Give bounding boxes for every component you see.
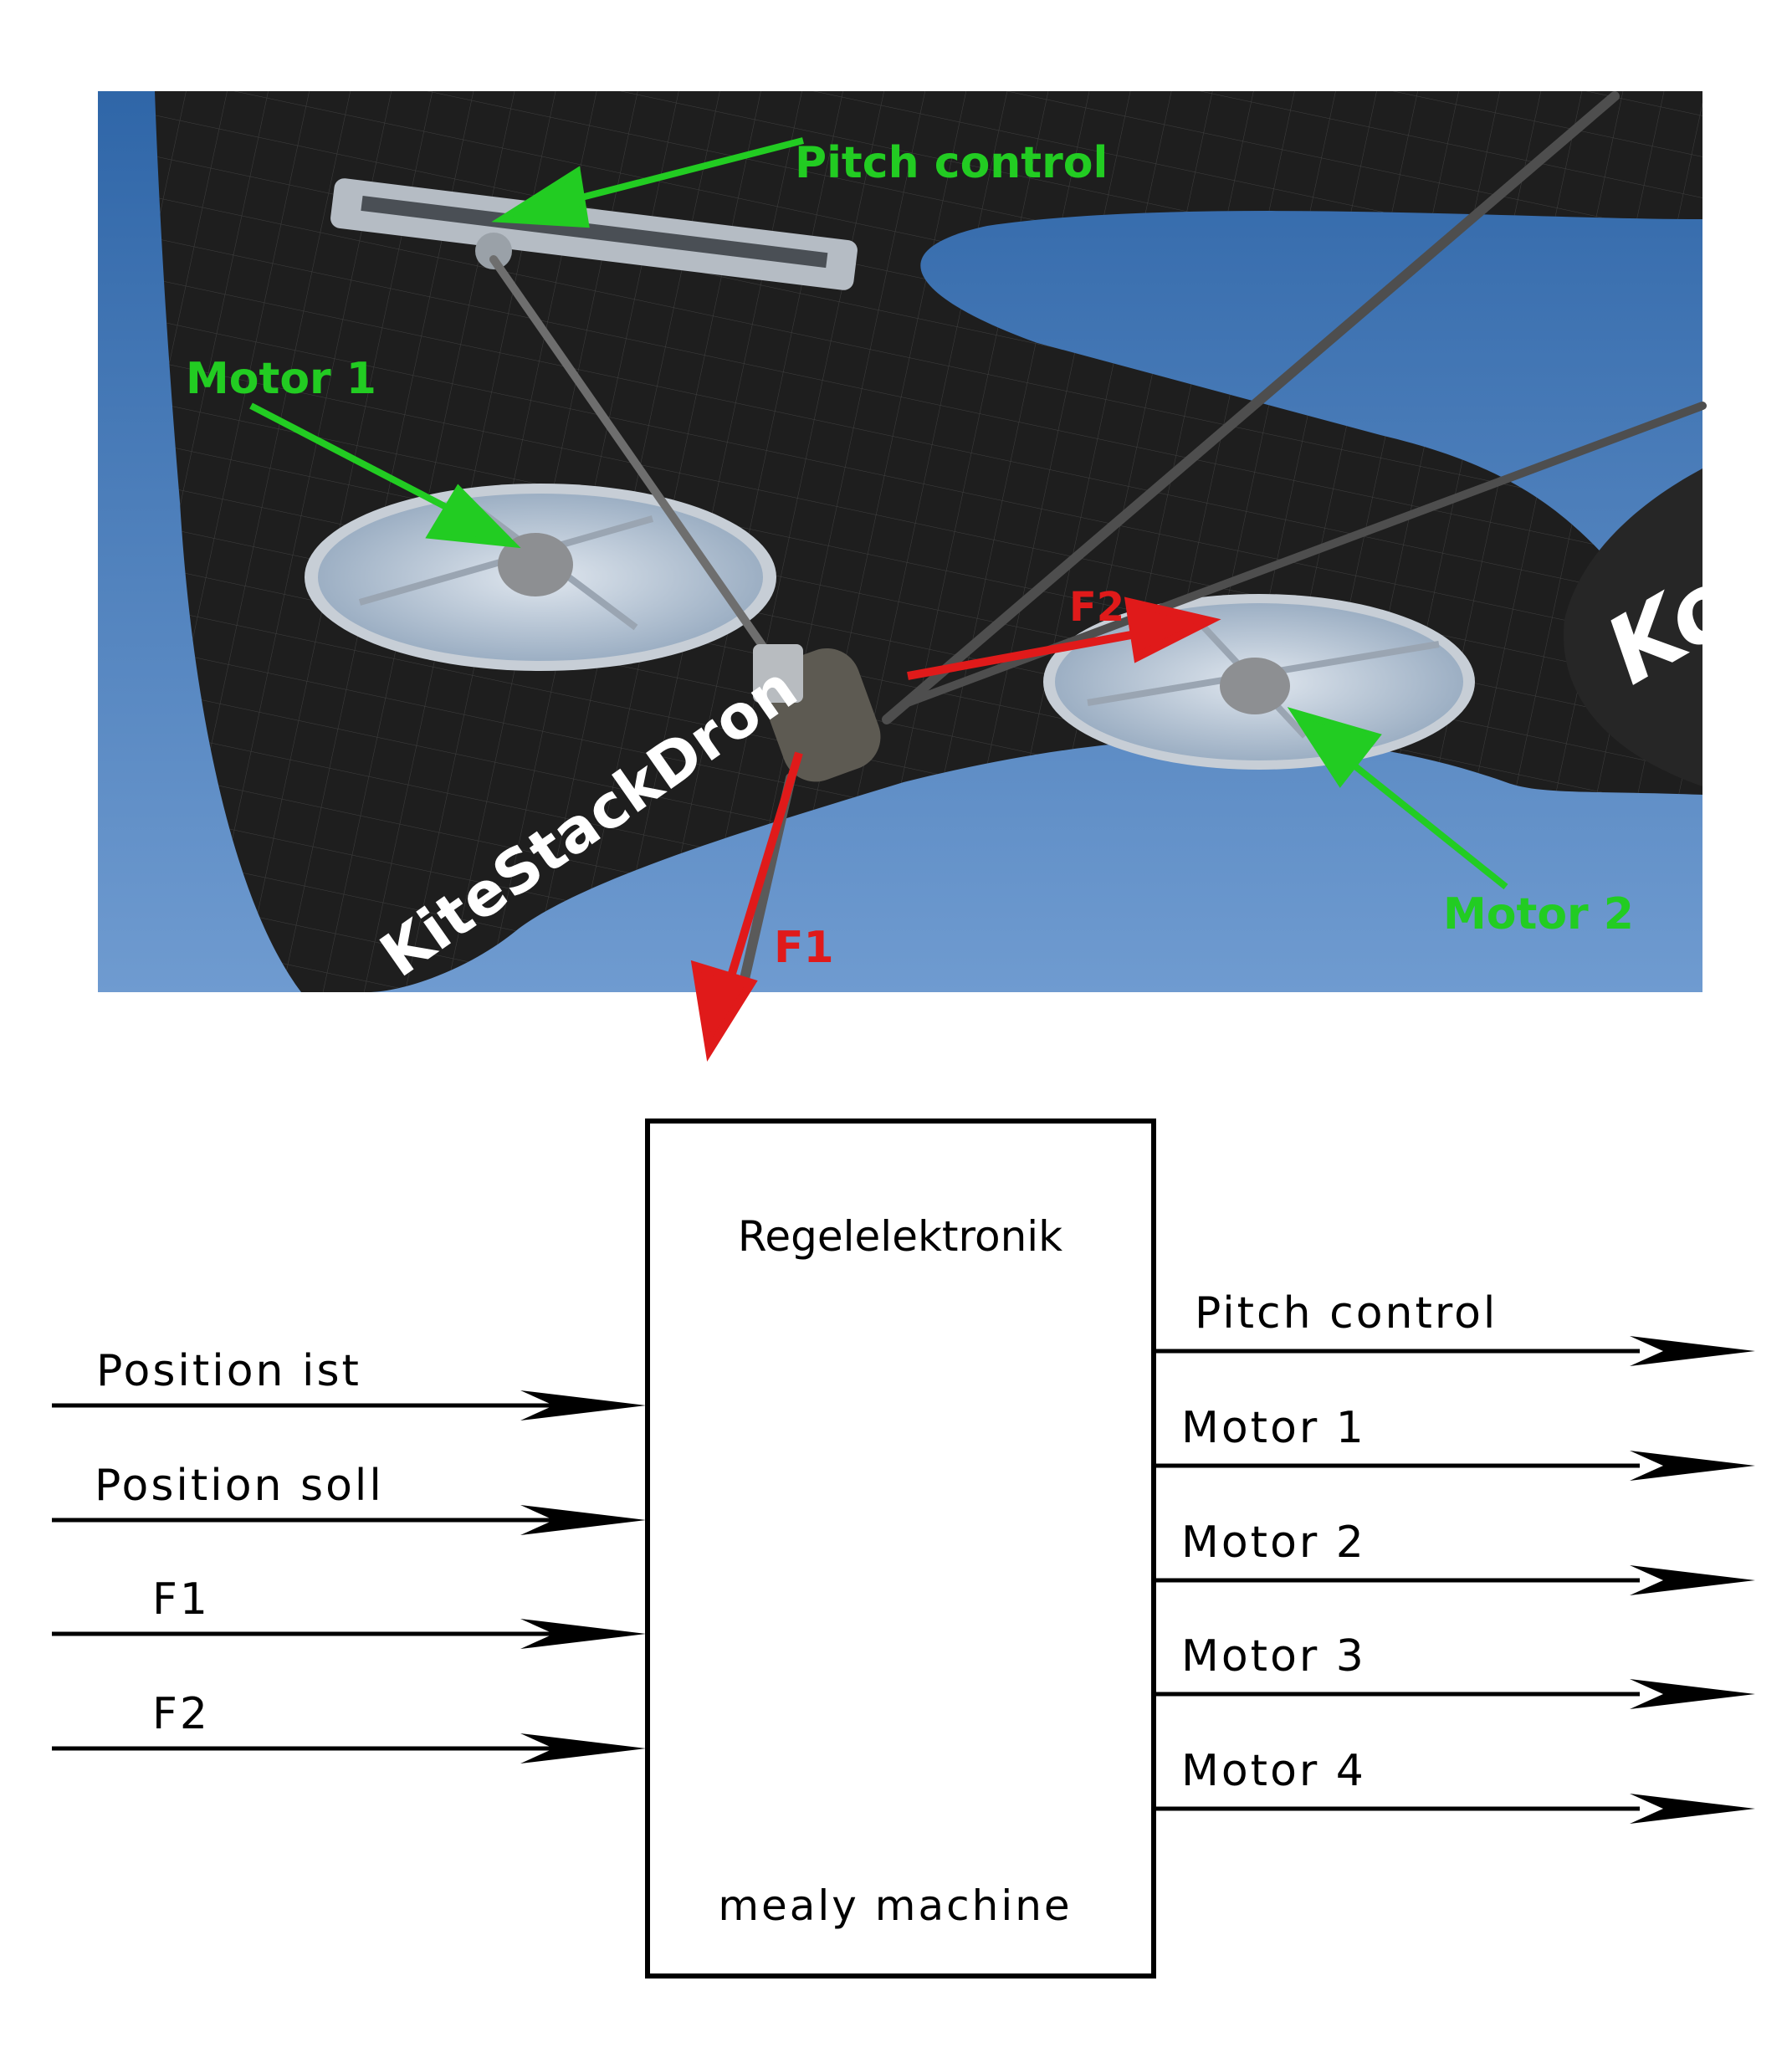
motor-1-label: Motor 1 (186, 354, 376, 404)
kite-wing (155, 91, 1702, 992)
input-signal: F2 (52, 1689, 646, 1764)
input-label: Position soll (95, 1461, 384, 1511)
input-signal: F1 (52, 1574, 646, 1649)
input-arrowhead (520, 1390, 646, 1421)
output-signal: Motor 4 (1154, 1746, 1755, 1824)
output-label: Motor 2 (1181, 1518, 1366, 1568)
tether-hub (753, 644, 881, 782)
motor-2-label: Motor 2 (1443, 889, 1634, 939)
output-signal: Pitch control (1154, 1288, 1755, 1366)
output-arrowhead (1630, 1565, 1755, 1595)
output-signal: Motor 2 (1154, 1518, 1755, 1595)
force-f2-arrow (907, 596, 1221, 680)
force-f1-arrow (690, 751, 803, 1062)
input-arrowhead (520, 1733, 646, 1764)
pitch-control-arrow (491, 137, 804, 228)
input-label: Position ist (96, 1346, 361, 1396)
block-title: Regelelektronik (738, 1212, 1062, 1261)
output-signal: Motor 3 (1154, 1631, 1755, 1709)
input-arrowhead (520, 1505, 646, 1535)
output-arrowhead (1630, 1794, 1755, 1824)
output-label: Motor 4 (1181, 1746, 1366, 1796)
force-f1-label: F1 (774, 923, 834, 973)
output-arrowhead (1630, 1679, 1755, 1709)
motor-1-fan (305, 484, 776, 671)
motor-1-arrow (249, 402, 521, 549)
pitch-control-label: Pitch control (795, 138, 1108, 188)
output-signal: Motor 1 (1154, 1403, 1755, 1481)
kite-render: KiteStackDron Ko Pitch control Motor 1 M… (98, 91, 1754, 1062)
input-label: F2 (152, 1689, 210, 1739)
output-label: Motor 3 (1181, 1631, 1366, 1682)
force-f2-label: F2 (1069, 584, 1124, 631)
output-label: Pitch control (1195, 1288, 1498, 1339)
control-block (645, 1119, 1156, 1979)
input-signal: Position soll (52, 1461, 646, 1535)
input-signal: Position ist (52, 1346, 646, 1421)
pitch-control-bar (330, 178, 858, 290)
output-arrowhead (1630, 1336, 1755, 1366)
input-arrowhead (520, 1619, 646, 1649)
motor-2-arrow (1287, 707, 1508, 890)
output-arrowhead (1630, 1451, 1755, 1481)
block-diagram: Regelelektronik mealy machine Position i… (52, 1119, 1755, 1979)
block-subtitle: mealy machine (718, 1881, 1072, 1930)
input-label: F1 (152, 1574, 210, 1625)
output-label: Motor 1 (1181, 1403, 1366, 1453)
